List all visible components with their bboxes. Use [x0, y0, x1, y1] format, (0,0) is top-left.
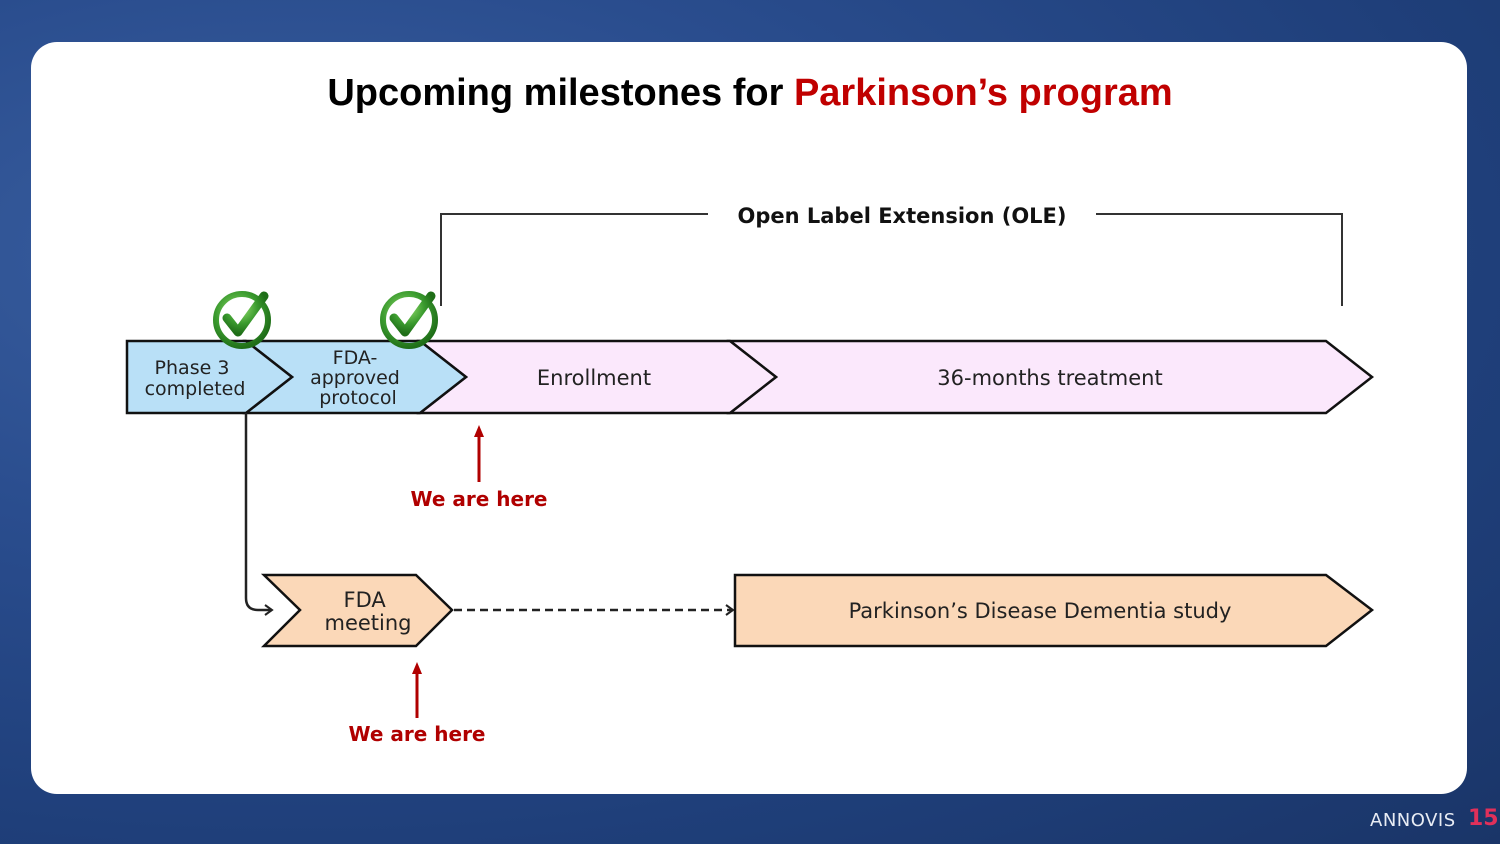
treatment-label: 36-months treatment: [937, 366, 1162, 390]
bottom-track: FDA meeting Parkinson’s Disease Dementia…: [260, 573, 1375, 648]
ole-label: Open Label Extension (OLE): [737, 204, 1066, 228]
top-track: Phase 3 completed FDA- approved protocol…: [125, 339, 1375, 415]
fda-meeting-label: FDA meeting: [324, 588, 411, 635]
page-number: 15: [1468, 806, 1499, 831]
marker-bottom: We are here: [349, 662, 486, 746]
checkmark-icon: [213, 291, 271, 349]
brand-logo: ANNOVIS: [1370, 810, 1456, 831]
ole-bracket: Open Label Extension (OLE): [440, 204, 1343, 306]
slide-card: [31, 42, 1467, 794]
pdd-study-label: Parkinson’s Disease Dementia study: [849, 599, 1232, 623]
connector-arrow: [244, 413, 274, 616]
chevron-fda-meeting: [260, 573, 454, 648]
title-highlight: Parkinson’s program: [793, 72, 1173, 114]
chevron-pdd-study: [733, 573, 1375, 648]
we-are-here-bottom: We are here: [349, 722, 486, 746]
we-are-here-top: We are here: [411, 487, 548, 511]
title-prefix: Upcoming milestones for: [327, 72, 794, 114]
enrollment-label: Enrollment: [537, 366, 651, 390]
slide-title: Upcoming milestones for Parkinson’s prog…: [0, 72, 1500, 115]
marker-top: We are here: [411, 425, 548, 511]
fda-protocol-label: FDA- approved protocol: [310, 347, 406, 409]
phase3-label: Phase 3 completed: [145, 357, 246, 400]
checkmark-icon: [380, 291, 438, 349]
